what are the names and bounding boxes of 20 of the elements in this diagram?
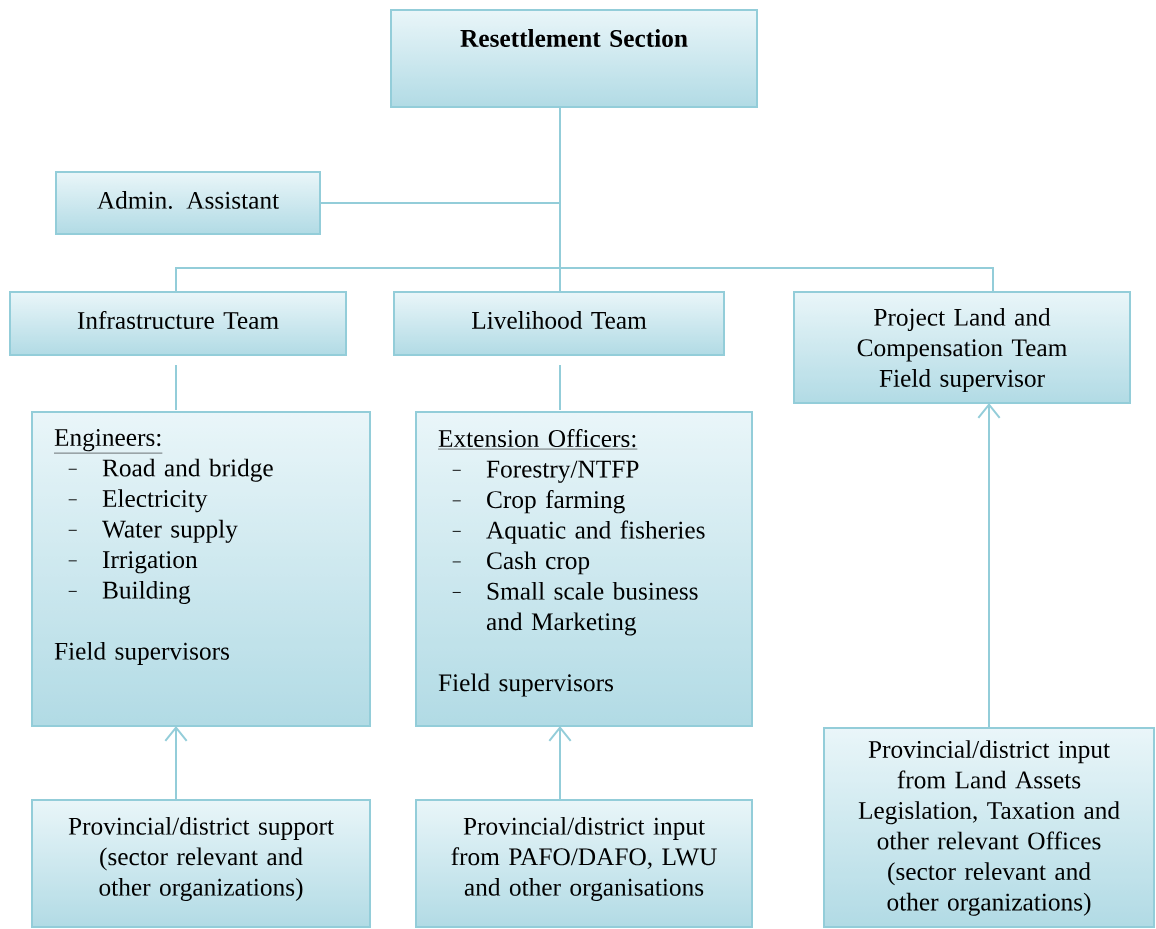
connector-line xyxy=(559,267,561,293)
arrow xyxy=(164,726,188,801)
team-box: Livelihood Team xyxy=(393,291,725,356)
arrow xyxy=(548,726,572,801)
connector-line xyxy=(559,267,994,293)
assistant-box: Admin. Assistant xyxy=(55,171,321,235)
input-box: Provincial/district support (sector relevant and other organizations) xyxy=(31,799,371,928)
connector-line xyxy=(319,202,561,204)
team-box: Infrastructure Team xyxy=(9,291,347,356)
connector-line xyxy=(175,267,561,293)
input-box: Provincial/district input from PAFO/DAFO, LWU and other organisations xyxy=(415,799,753,928)
arrow xyxy=(977,403,1001,729)
section-box: Resettlement Section xyxy=(390,9,758,108)
staff-list-box: Engineers: Road and bridge Electricity Water supply Irrigation Building Field supervisors xyxy=(31,411,371,727)
connector-line xyxy=(559,364,561,411)
staff-list-box: Extension Officers: Forestry/NTFP Crop farming Aquatic and fisheries Cash crop Small scale business and Marketing Field supervisors xyxy=(415,411,753,727)
team-box: Project Land and Compensation Team Field supervisor xyxy=(793,291,1131,404)
connector-line xyxy=(175,364,177,411)
connector-line xyxy=(559,106,561,269)
input-box: Provincial/district input from Land Assets Legislation, Taxation and other relevant Offices (sector relevant and other organizations) xyxy=(823,727,1155,928)
